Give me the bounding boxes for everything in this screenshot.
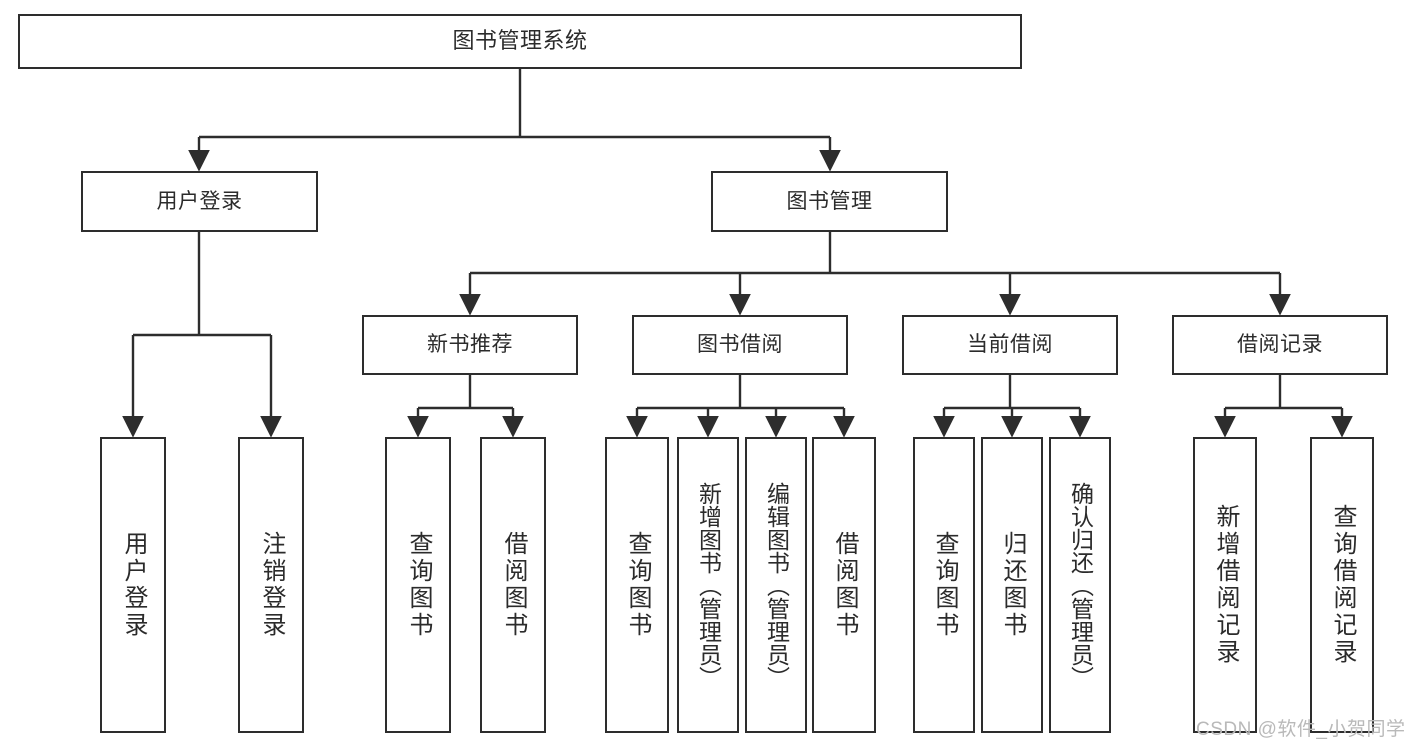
node-leaf-label: 编辑图书（管理员）	[763, 481, 790, 689]
node-leaf-query-book-current[interactable]: 查询图书	[913, 437, 975, 733]
node-book-borrow-label: 图书借阅	[697, 333, 783, 357]
node-leaf-add-borrow-record[interactable]: 新增借阅记录	[1193, 437, 1257, 733]
node-user-login-label: 用户登录	[156, 189, 243, 213]
node-leaf-label: 用户登录	[120, 531, 147, 639]
node-leaf-user-login[interactable]: 用户登录	[100, 437, 166, 733]
node-leaf-label: 确认归还（管理员）	[1067, 481, 1094, 689]
node-current-borrow-label: 当前借阅	[967, 333, 1053, 357]
node-leaf-logout[interactable]: 注销登录	[238, 437, 304, 733]
node-root-label: 图书管理系统	[452, 28, 588, 54]
node-leaf-confirm-return-admin[interactable]: 确认归还（管理员）	[1049, 437, 1111, 733]
node-borrow-record[interactable]: 借阅记录	[1172, 315, 1388, 375]
node-leaf-label: 借阅图书	[831, 531, 858, 639]
node-leaf-return-book[interactable]: 归还图书	[981, 437, 1043, 733]
node-book-borrow[interactable]: 图书借阅	[632, 315, 848, 375]
node-user-login[interactable]: 用户登录	[81, 171, 318, 232]
node-leaf-label: 归还图书	[999, 531, 1026, 639]
node-leaf-label: 查询图书	[405, 531, 432, 639]
node-current-borrow[interactable]: 当前借阅	[902, 315, 1118, 375]
node-book-management-label: 图书管理	[786, 189, 873, 213]
node-leaf-edit-book-admin[interactable]: 编辑图书（管理员）	[745, 437, 807, 733]
node-leaf-label: 查询借阅记录	[1329, 504, 1356, 666]
node-leaf-label: 借阅图书	[500, 531, 527, 639]
node-leaf-label: 新增图书（管理员）	[695, 481, 722, 689]
node-leaf-label: 查询图书	[931, 531, 958, 639]
node-leaf-label: 注销登录	[258, 531, 285, 639]
node-leaf-query-book[interactable]: 查询图书	[605, 437, 669, 733]
node-leaf-label: 新增借阅记录	[1212, 504, 1239, 666]
node-leaf-add-book-admin[interactable]: 新增图书（管理员）	[677, 437, 739, 733]
node-leaf-borrow-book-recommend[interactable]: 借阅图书	[480, 437, 546, 733]
node-new-book-recommend[interactable]: 新书推荐	[362, 315, 578, 375]
node-borrow-record-label: 借阅记录	[1237, 333, 1323, 357]
node-book-management[interactable]: 图书管理	[711, 171, 948, 232]
node-leaf-label: 查询图书	[624, 531, 651, 639]
node-leaf-query-book-recommend[interactable]: 查询图书	[385, 437, 451, 733]
node-new-book-recommend-label: 新书推荐	[427, 333, 513, 357]
node-leaf-query-borrow-record[interactable]: 查询借阅记录	[1310, 437, 1374, 733]
node-root[interactable]: 图书管理系统	[18, 14, 1022, 69]
node-leaf-borrow-book[interactable]: 借阅图书	[812, 437, 876, 733]
